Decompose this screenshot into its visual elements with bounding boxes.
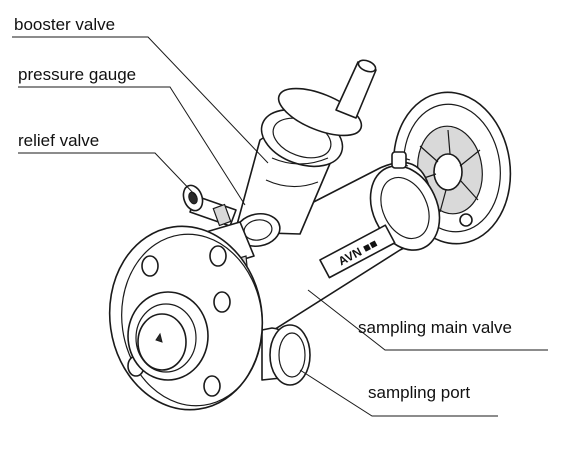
leader-relief-valve bbox=[18, 152, 197, 197]
main-body: AVN ■■ bbox=[219, 151, 441, 346]
relief-valve-fitting bbox=[182, 184, 237, 227]
label-pressure-gauge: pressure gauge bbox=[18, 65, 137, 84]
booster-valve-body bbox=[234, 59, 377, 235]
leader-lines bbox=[12, 36, 548, 417]
label-relief-valve: relief valve bbox=[18, 131, 100, 150]
label-sampling-port: sampling port bbox=[368, 383, 471, 402]
nameplate: AVN ■■ bbox=[319, 224, 396, 279]
leader-sampling-port bbox=[299, 369, 498, 417]
leader-sampling-main-valve bbox=[307, 289, 548, 351]
front-flange bbox=[108, 225, 264, 411]
leader-pressure-gauge bbox=[18, 86, 246, 206]
label-sampling-main-valve: sampling main valve bbox=[358, 318, 513, 337]
label-booster-valve: booster valve bbox=[14, 15, 116, 34]
leader-booster-valve bbox=[12, 36, 269, 164]
sampling-port-outlet bbox=[261, 324, 311, 386]
